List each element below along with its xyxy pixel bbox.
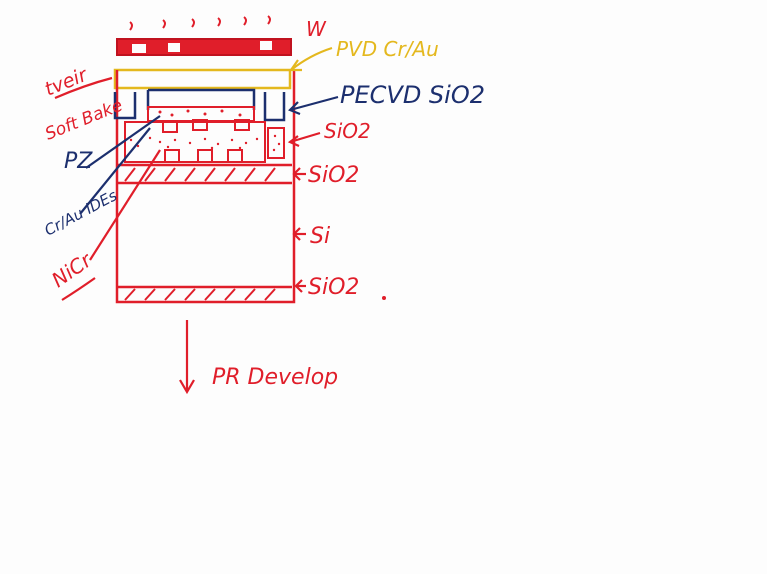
pz-label: PZ: [64, 149, 93, 174]
sio2-upper-label: SiO2: [324, 119, 371, 143]
sio2-bottom-label: SiO2: [308, 275, 359, 300]
si-label: Si: [310, 224, 330, 249]
process-arrow: [180, 320, 194, 392]
pvd-label: PVD Cr/Au: [336, 37, 439, 61]
tveir-label: tveir: [42, 64, 92, 101]
uv-exposure: [130, 16, 270, 30]
uv-label: W: [306, 17, 327, 41]
nicr-label: NiCr: [47, 247, 97, 292]
sio2-hatching: [125, 168, 275, 300]
photomask: [117, 39, 291, 55]
sio2-mid-label: SiO2: [308, 163, 359, 188]
pr-develop-label: PR Develop: [212, 365, 338, 390]
pecvd-label: PECVD SiO2: [340, 81, 485, 109]
wafer-stack: [117, 70, 294, 302]
pvd-cr-au-layer: [115, 70, 290, 88]
pecvd-sio2-walls: [115, 90, 284, 120]
dot-marker: [382, 296, 386, 300]
soft-bake-label: Soft Bake: [42, 96, 125, 145]
